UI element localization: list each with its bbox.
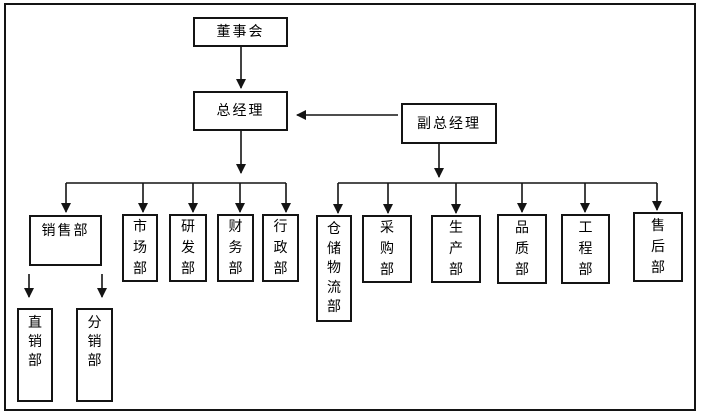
- org-node-label-char: 部: [273, 260, 288, 277]
- org-node-board: 董事会: [193, 17, 288, 47]
- org-node-label-char: 生: [449, 219, 463, 236]
- org-node-general-manager: 总经理: [193, 91, 288, 131]
- org-node-label-char: 部: [133, 260, 147, 277]
- org-node-label-char: 程: [578, 240, 593, 257]
- org-node-label-char: 购: [380, 240, 394, 257]
- org-node-direct-sales: 直销部: [17, 308, 53, 402]
- org-node-label-char: 销: [87, 334, 102, 350]
- org-node-label-char: 务: [228, 239, 243, 256]
- org-node-label-char: 场: [133, 239, 147, 256]
- org-node-label-char: 仓: [327, 221, 341, 237]
- org-node-admin: 行政部: [262, 214, 299, 282]
- org-node-deputy-general-manager: 副总经理: [401, 103, 497, 144]
- org-node-label: 销售部: [41, 223, 90, 239]
- org-node-label-char: 部: [87, 353, 102, 369]
- org-node-label-char: 部: [380, 261, 394, 278]
- org-node-label-char: 物: [327, 260, 341, 276]
- org-node-label-char: 部: [578, 261, 593, 278]
- org-node-label-char: 研: [181, 218, 195, 235]
- org-node-label: 总经理: [216, 103, 265, 119]
- org-node-label-char: 流: [327, 279, 341, 296]
- org-node-rnd: 研发部: [169, 214, 207, 282]
- org-node-quality: 品质部: [497, 214, 547, 284]
- org-node-label-char: 售: [651, 217, 665, 234]
- org-node-warehouse-logistics: 仓储物流部: [316, 215, 352, 322]
- chart-outer-border: [4, 3, 696, 411]
- org-node-label: 董事会: [216, 24, 265, 40]
- org-node-label-char: 政: [273, 239, 288, 256]
- org-node-label-char: 后: [651, 238, 665, 255]
- org-node-label-char: 市: [133, 218, 147, 235]
- org-node-label-char: 部: [651, 259, 665, 276]
- org-node-label-char: 储: [327, 240, 341, 257]
- org-node-label-char: 采: [380, 219, 394, 236]
- org-node-label-char: 部: [449, 261, 463, 278]
- org-node-label-char: 发: [181, 239, 195, 256]
- org-node-label: 副总经理: [417, 115, 481, 132]
- org-node-label-char: 质: [515, 240, 529, 257]
- org-node-label-char: 财: [228, 218, 243, 235]
- org-node-finance: 财务部: [217, 214, 254, 282]
- org-node-label-char: 行: [273, 218, 288, 235]
- org-node-production: 生产部: [431, 215, 481, 283]
- org-node-label-char: 工: [578, 219, 593, 236]
- org-node-after-sales: 售后部: [633, 212, 683, 282]
- org-node-engineering: 工程部: [561, 214, 610, 284]
- org-node-label-char: 部: [181, 260, 195, 277]
- org-node-sales: 销售部: [29, 215, 102, 266]
- org-node-marketing: 市场部: [122, 214, 158, 282]
- org-node-distribution: 分销部: [76, 308, 113, 402]
- org-node-label-char: 品: [515, 219, 529, 236]
- org-node-label-char: 产: [449, 240, 463, 257]
- org-node-purchasing: 采购部: [362, 215, 412, 283]
- org-node-label-char: 直: [28, 315, 42, 331]
- org-node-label-char: 部: [28, 353, 42, 369]
- org-node-label-char: 部: [515, 261, 529, 278]
- org-node-label-char: 分: [87, 315, 102, 331]
- org-node-label-char: 销: [28, 334, 42, 350]
- org-node-label-char: 部: [228, 260, 243, 277]
- org-node-label-char: 部: [327, 299, 341, 315]
